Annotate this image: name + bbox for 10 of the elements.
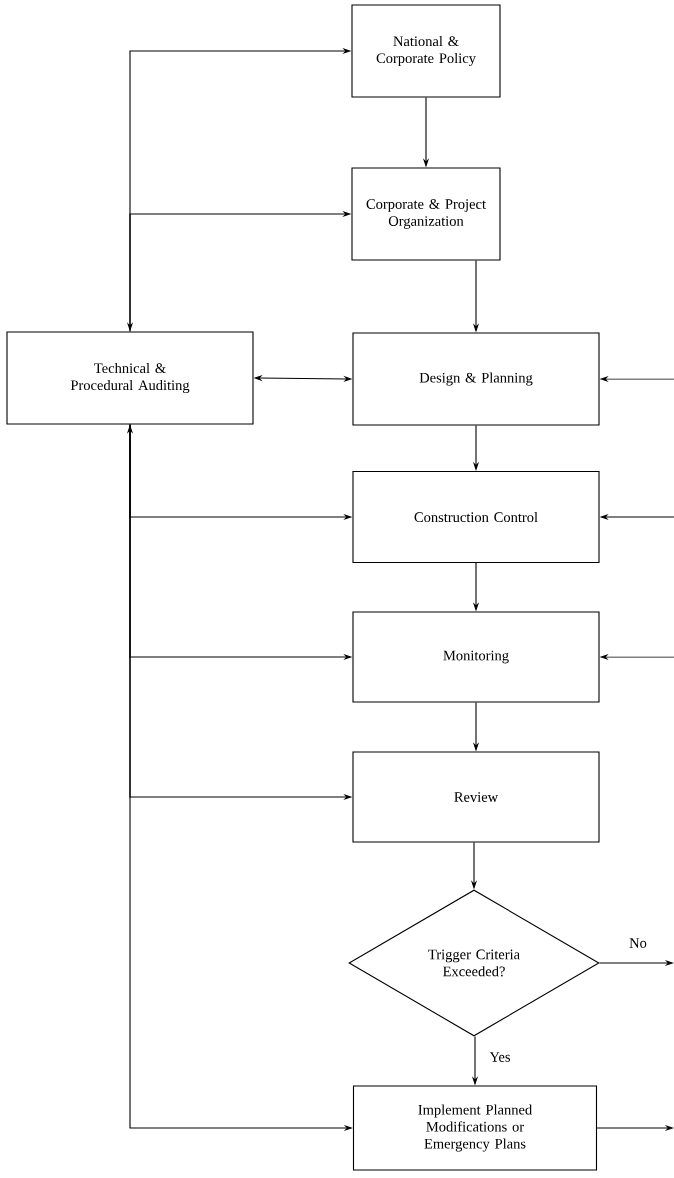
process-box: Implement Planned Modifications or Emergency Plans <box>352 1085 598 1171</box>
edge-label: Yes <box>488 1051 512 1063</box>
process-box: Review <box>352 751 600 843</box>
process-box: Design & Planning <box>352 332 600 426</box>
process-box: National & Corporate Policy <box>351 4 501 98</box>
process-box: Construction Control <box>352 470 600 564</box>
process-box: Corporate & Project Organization <box>351 167 501 261</box>
process-box: Monitoring <box>352 611 600 703</box>
process-box: Technical & Procedural Auditing <box>6 331 254 425</box>
edge-label: No <box>628 937 648 949</box>
